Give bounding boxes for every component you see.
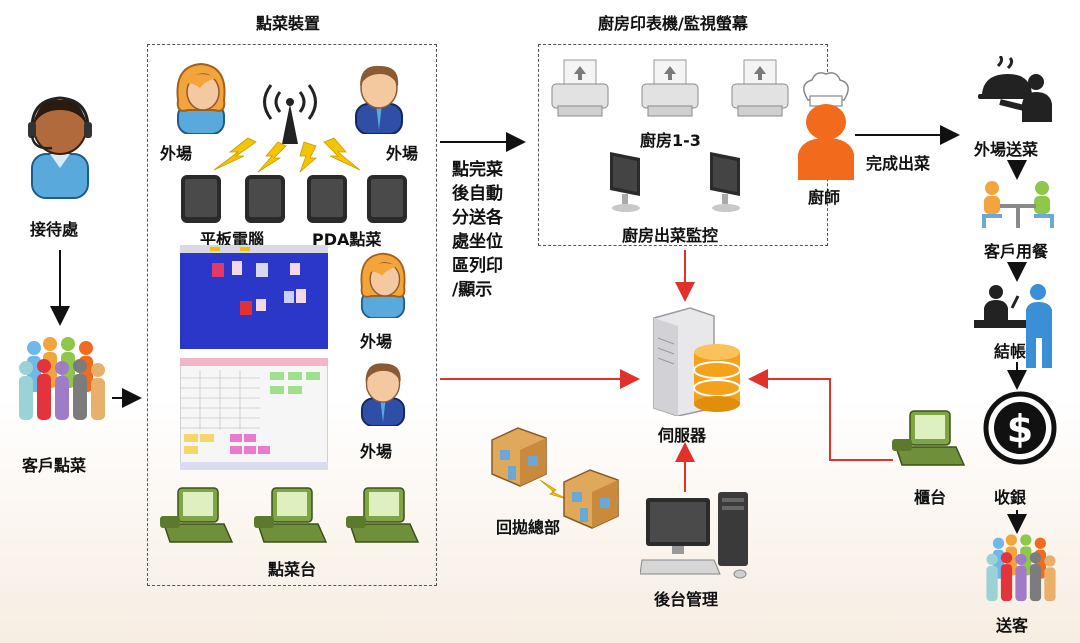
tablet-icon	[245, 175, 285, 223]
auto-send-line: 點完菜	[452, 160, 503, 180]
printer-icon	[641, 59, 699, 117]
headquarters-building-icon	[563, 469, 619, 529]
customer-order-label: 客戶點菜	[22, 456, 87, 475]
cashier-dollar-icon: $	[983, 391, 1057, 465]
chef-icon	[798, 72, 854, 180]
auto-send-line: 處坐位	[452, 232, 503, 252]
dine-label: 客戶用餐	[984, 242, 1049, 261]
tablet-label: 平板電腦	[200, 230, 265, 249]
dining-customers-icon	[982, 181, 1054, 228]
chef-label: 廚師	[808, 188, 841, 207]
waiter-left-label: 外場	[160, 144, 193, 163]
kitchen-monitor-label: 廚房出菜監控	[622, 226, 719, 245]
waiter-screen2-label: 外場	[360, 442, 393, 461]
counter-terminal-icon	[892, 410, 966, 466]
farewell-label: 送客	[996, 616, 1029, 635]
waiter-screen1-label: 外場	[360, 332, 393, 351]
kitchen-printers-label: 廚房1-3	[640, 131, 701, 150]
pos-terminal-icon	[254, 487, 328, 543]
order-devices-title: 點菜裝置	[256, 14, 321, 33]
order-screen-table-icon	[180, 358, 328, 470]
pos-terminal-icon	[346, 487, 420, 543]
wifi-tower-icon	[263, 84, 317, 144]
tablet-icon	[181, 175, 221, 223]
farewell-crowd-icon	[986, 534, 1056, 602]
wireless-signal-bolts	[213, 137, 361, 173]
checkout-icon	[974, 284, 1052, 368]
waiter-male-icon	[355, 65, 403, 134]
checkout-label: 結帳	[994, 342, 1027, 361]
reception-label: 接待處	[30, 220, 79, 239]
server-label: 伺服器	[658, 426, 707, 445]
order-station-label: 點菜台	[268, 560, 317, 579]
waiter-right-label: 外場	[386, 144, 419, 163]
svg-text:$: $	[1007, 407, 1033, 451]
waiter-male-icon	[360, 363, 406, 426]
pda-icon	[307, 175, 347, 223]
branch-building-icon	[491, 427, 547, 487]
waiter-serving-icon	[978, 56, 1052, 122]
counter-label: 櫃台	[914, 488, 947, 507]
arrow-counter-server	[748, 369, 893, 461]
complete-label: 完成出菜	[866, 154, 931, 173]
waiter-female-icon	[360, 252, 406, 318]
kitchen-title: 廚房印表機/監視螢幕	[598, 14, 748, 33]
receptionist-icon	[28, 96, 92, 199]
backend-computer-icon	[640, 492, 748, 579]
customer-crowd-icon	[19, 337, 105, 420]
auto-send-line: 後自動	[452, 184, 503, 204]
backend-label: 後台管理	[654, 590, 719, 609]
printer-icon	[731, 59, 789, 117]
hq-label: 回拋總部	[496, 518, 561, 537]
waiter-female-icon	[176, 62, 226, 134]
pda-icon	[367, 175, 407, 223]
server-icon	[653, 307, 741, 416]
auto-send-line: /顯示	[452, 280, 493, 300]
auto-send-line: 分送各	[452, 208, 503, 228]
monitor-icon	[610, 152, 640, 212]
order-devices-group	[147, 44, 437, 586]
monitor-icon	[710, 152, 740, 212]
printer-icon	[551, 59, 609, 117]
pda-label: PDA點菜	[312, 230, 382, 249]
auto-send-line: 區列印	[452, 256, 503, 276]
serve-label: 外場送菜	[974, 140, 1039, 159]
order-screen-blue-icon	[180, 245, 328, 349]
auto-send-text: 點完菜 後自動 分送各 處坐位 區列印 /顯示	[452, 158, 503, 302]
cashier-label: 收銀	[994, 488, 1027, 507]
pos-terminal-icon	[160, 487, 234, 543]
